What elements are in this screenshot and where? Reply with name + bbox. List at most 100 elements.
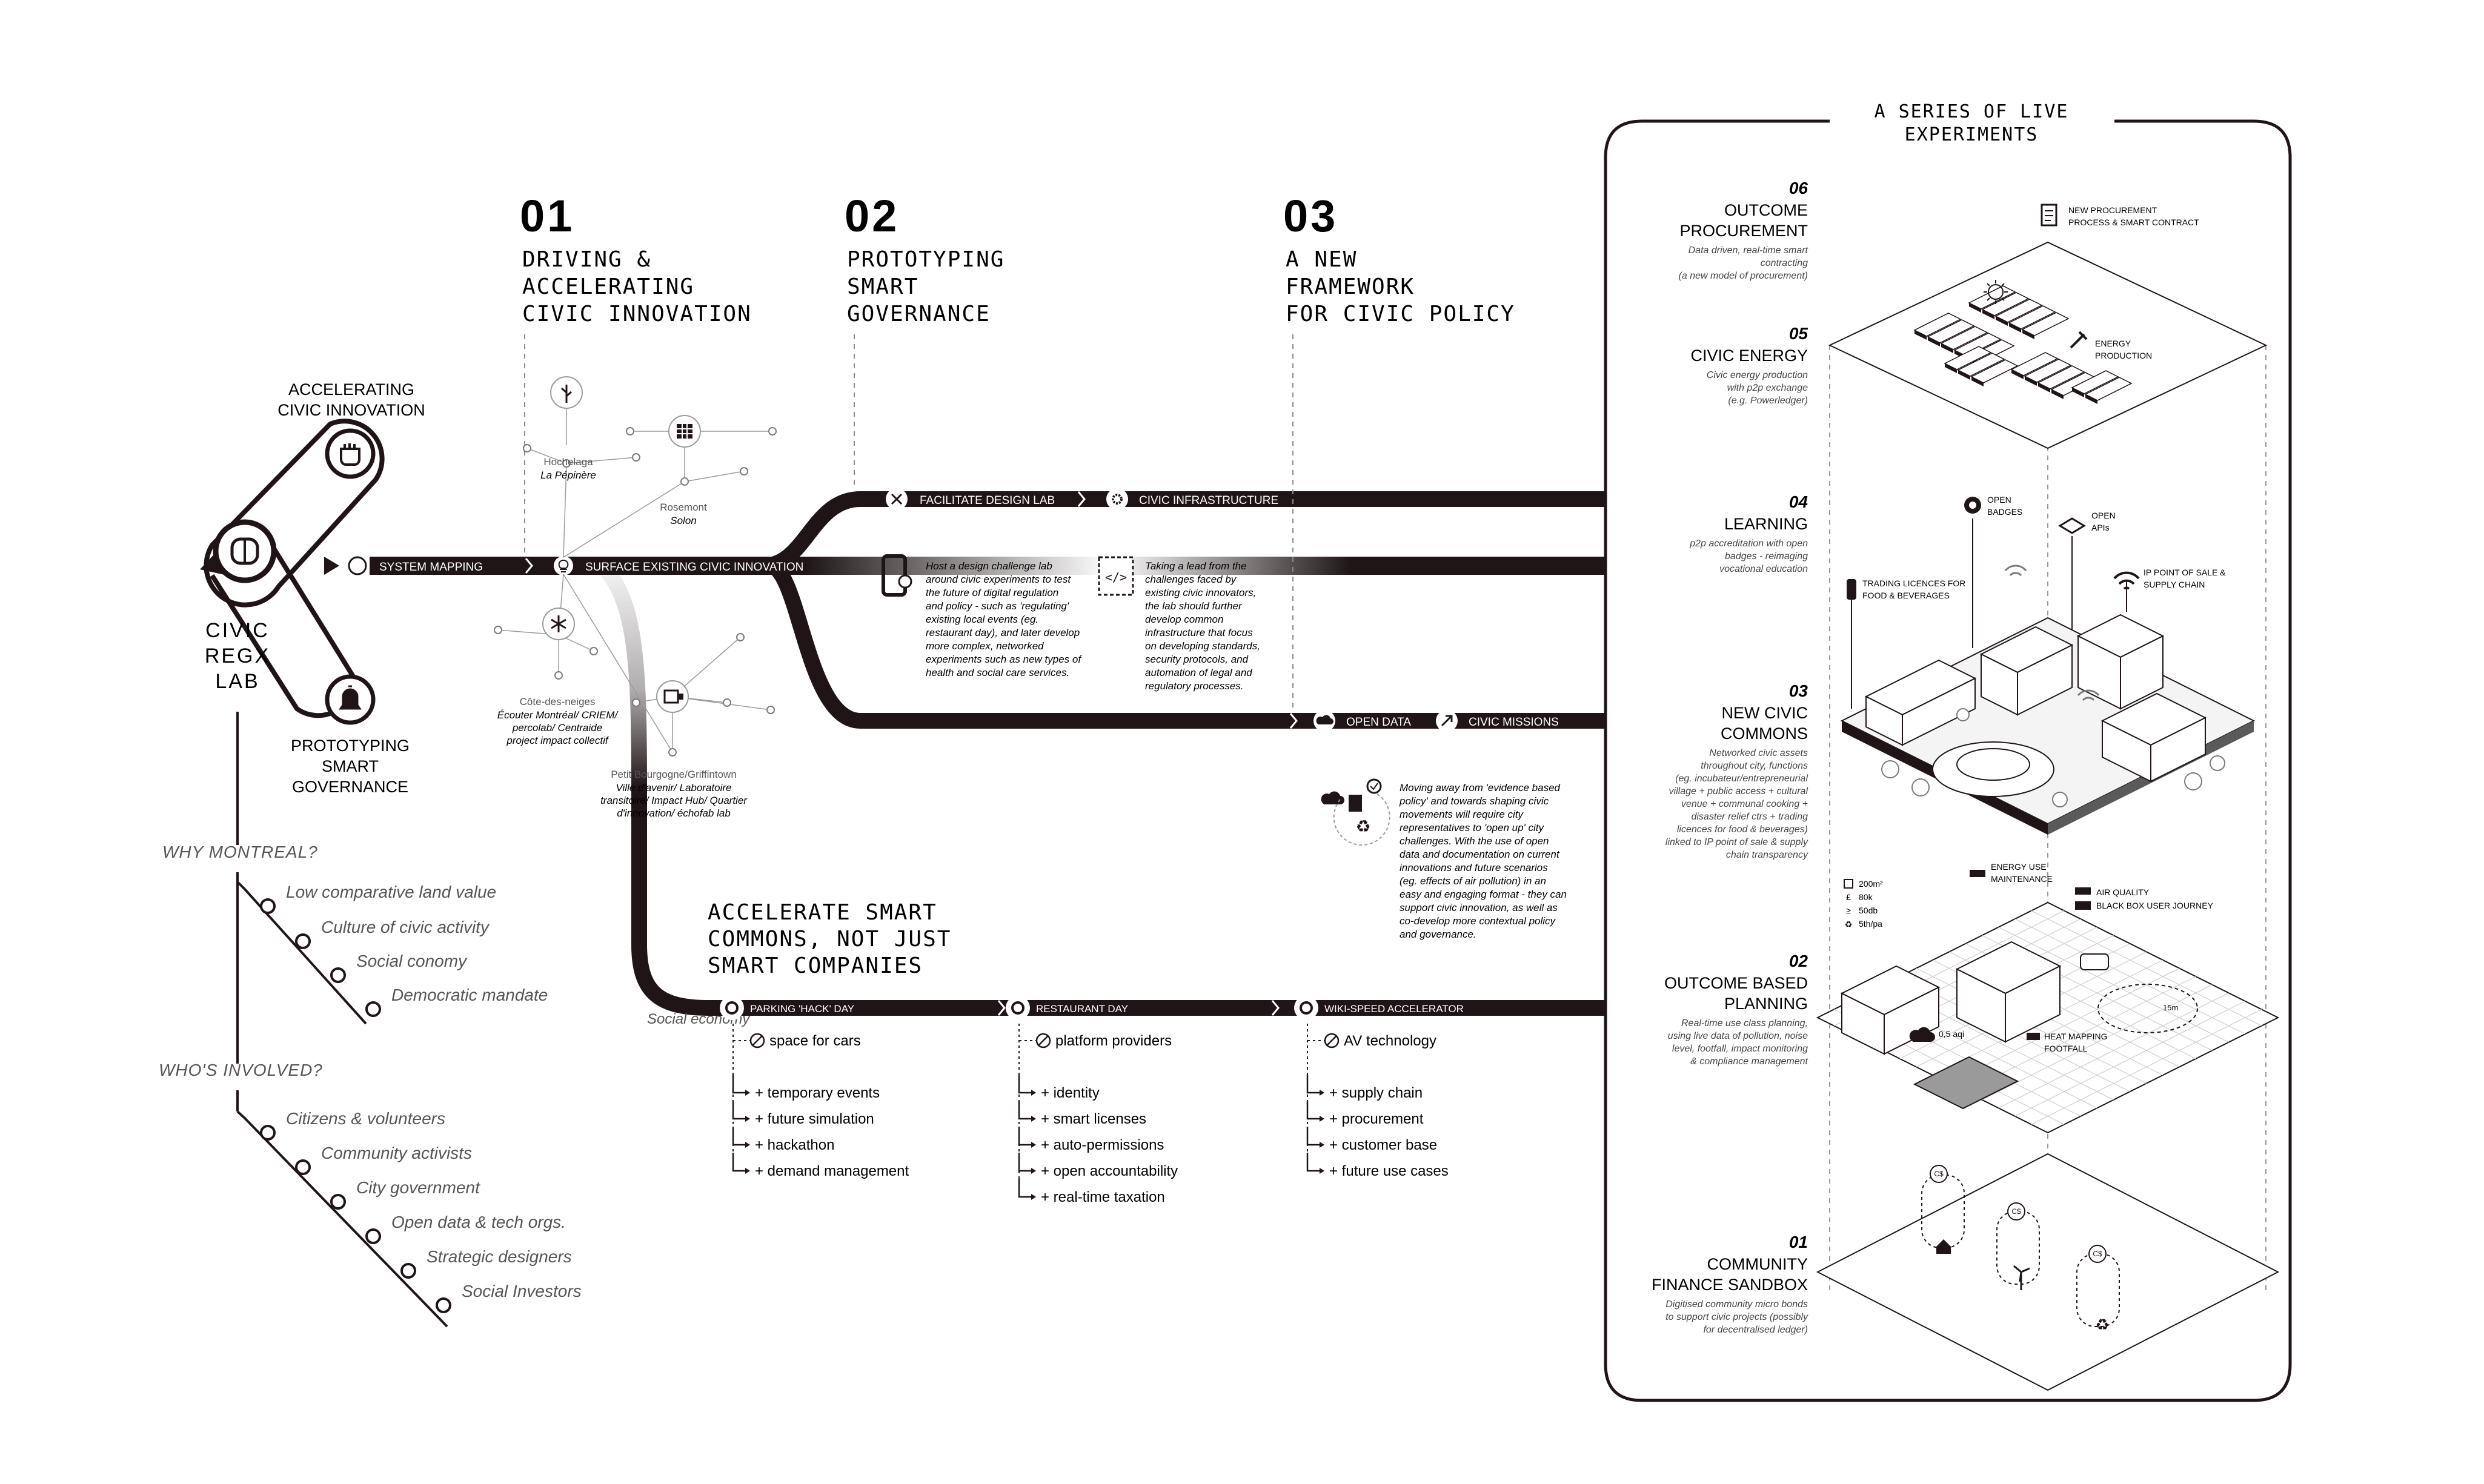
radius-label: 15m (2163, 1003, 2178, 1012)
open_data-note-line: and governance. (1400, 929, 1476, 940)
section-desc: village + public access + cultural (1669, 786, 1808, 797)
track-bottom-fade (599, 564, 647, 788)
section-desc: chain transparency (1726, 850, 1808, 860)
column-icon-glyph (725, 1001, 739, 1015)
trading-label-1: TRADING LICENCES FOR (1862, 578, 1965, 588)
contract-icon (2041, 204, 2057, 227)
energy-use-label-1: ENERGY USE (1991, 862, 2047, 872)
section-desc: to support civic projects (possibly (1665, 1312, 1808, 1322)
blackbox-icon (2075, 901, 2091, 910)
signal-icon (1970, 870, 1985, 877)
svg-text:</>: </> (1105, 570, 1127, 585)
lab-top-label-1: ACCELERATING (288, 380, 414, 399)
column-plus: + auto-permissions (1041, 1137, 1164, 1153)
node-petit: Petit Bourgogne/Griffintown (611, 769, 737, 780)
design_lab-note-line: around civic experiments to test (926, 574, 1071, 585)
coin-symbols: C$C$C$ (1934, 1170, 2102, 1258)
city-layer: TRADING LICENCES FOR FOOD & BEVERAGES OP… (1840, 495, 2256, 835)
phase-01-line-3: CIVIC INNOVATION (522, 302, 752, 326)
radius-ring (2097, 984, 2198, 1033)
recycle-icon: ♻ (1355, 817, 1370, 836)
finance-layer: C$C$C$ ♻ (1816, 1153, 2280, 1391)
who-node (295, 1159, 311, 1175)
solar-panel-edge (2022, 330, 2034, 339)
why-montreal: WHY MONTREAL? Low comparative land value… (162, 712, 548, 1064)
solar-panel-edge (2009, 323, 2021, 333)
apis-label-1: OPEN (2091, 511, 2116, 520)
coin-icons (1930, 1165, 2107, 1263)
design_lab-note-line: health and social care services. (926, 667, 1069, 678)
column-icon (1006, 996, 1030, 1020)
section-title: CIVIC ENERGY (1690, 346, 1808, 365)
open_data-note-line: data and documentation on current (1400, 849, 1560, 860)
camera-icon (656, 680, 689, 713)
heat-label-1: HEAT MAPPING (2044, 1032, 2108, 1041)
open_data-note-line: co-develop more contextual policy (1400, 915, 1556, 927)
solar-panel-edge (2072, 388, 2084, 397)
wifi-icon-3 (2077, 689, 2100, 701)
who-item: Open data & tech orgs. (391, 1213, 566, 1231)
phase-03-number: 03 (1283, 191, 1338, 241)
energy-layer: NEW PROCUREMENT PROCESS & SMART CONTRACT… (1828, 204, 2268, 449)
node-cdn-orgs-3: project impact collectif (506, 735, 609, 746)
section-desc: p2p accreditation with open (1689, 538, 1808, 549)
column-icon (720, 996, 744, 1020)
infrastructure-note-line: challenges faced by (1145, 574, 1237, 585)
section-desc: (eg. incubateur/entrepreneurial (1675, 773, 1808, 784)
gear-icon (1106, 488, 1128, 510)
infrastructure-note-line: regulatory processes. (1145, 680, 1244, 692)
phase-02-line-1: PROTOTYPING (847, 247, 1005, 272)
phase-01-line-2: ACCELERATING (522, 274, 694, 299)
why-node (365, 1001, 381, 1017)
panel-frame (1604, 119, 2292, 1402)
section-title: OUTCOME BASED (1664, 974, 1808, 992)
solar-panel-edge (2038, 383, 2050, 393)
infrastructure-note-line: Taking a lead from the (1145, 560, 1247, 572)
panel-title-1: A SERIES OF LIVE (1875, 101, 2069, 122)
lab-logo: CIVIC REGX LAB ACCELERATING CIVIC INNOVA… (200, 380, 425, 796)
lab-title-line-1: CIVIC (205, 619, 270, 642)
node-hochelaga: Hochelaga (543, 456, 593, 468)
section-desc: (e.g. Powerledger) (1728, 396, 1808, 406)
solar-panel-edge (2085, 394, 2097, 404)
why-node (260, 898, 276, 914)
infrastructure-note-line: security protocols, and (1145, 654, 1249, 665)
rocket-glyph (1441, 715, 1453, 727)
solar-panel-edge (1945, 363, 1957, 373)
code-icon (1098, 556, 1134, 596)
wifi-icon (2113, 571, 2140, 590)
open_data-note-line: challenges. With the use of open (1400, 835, 1549, 847)
lab-bottom-label-3: GOVERNANCE (292, 778, 408, 796)
stats: 200m² 80k 50db 5th/pa £ ≥ ♻ (1844, 879, 1883, 929)
column-minus: platform providers (1055, 1033, 1172, 1049)
design_lab-note-line: the future of digital regulation (926, 587, 1058, 598)
why-node (330, 967, 346, 983)
whos-involved: WHO'S INVOLVED? Citizens & volunteersCom… (159, 1061, 582, 1328)
why-item: Low comparative land value (286, 883, 496, 901)
section-number: 05 (1789, 324, 1808, 343)
section-desc: level, footfall, impact monitoring (1672, 1044, 1808, 1054)
who-node (400, 1263, 416, 1279)
infrastructure-note-line: existing civic innovators, (1145, 587, 1256, 598)
accelerate-line-2: COMMONS, NOT JUST (708, 927, 951, 952)
section-desc: licences for food & beverages) (1677, 824, 1808, 835)
network-labels: Hochelaga La Pépinère Rosemont Solon Côt… (497, 456, 748, 819)
lightbulb-glyph (558, 560, 569, 572)
cloud-glyph (1316, 715, 1333, 724)
column-plus: + supply chain (1329, 1085, 1423, 1101)
badges-label-2: BADGES (1987, 507, 2022, 517)
section-desc: contracting (1761, 258, 1808, 268)
lightbulb-icon (554, 556, 573, 575)
column-plus: + temporary events (755, 1085, 880, 1101)
track-chevrons (525, 491, 1298, 1016)
phase-02: 02 PROTOTYPING SMART GOVERNANCE (845, 191, 1005, 326)
ip-label-2: SUPPLY CHAIN (2144, 580, 2205, 589)
infrastructure-note-line: develop common (1145, 614, 1223, 625)
co2-zone (1913, 1056, 2019, 1110)
section-number: 03 (1789, 681, 1808, 700)
solar-panel-edge (2011, 369, 2024, 379)
accelerate-line-3: SMART COMPANIES (708, 953, 923, 978)
section-desc: Digitised community micro bonds (1665, 1299, 1808, 1310)
